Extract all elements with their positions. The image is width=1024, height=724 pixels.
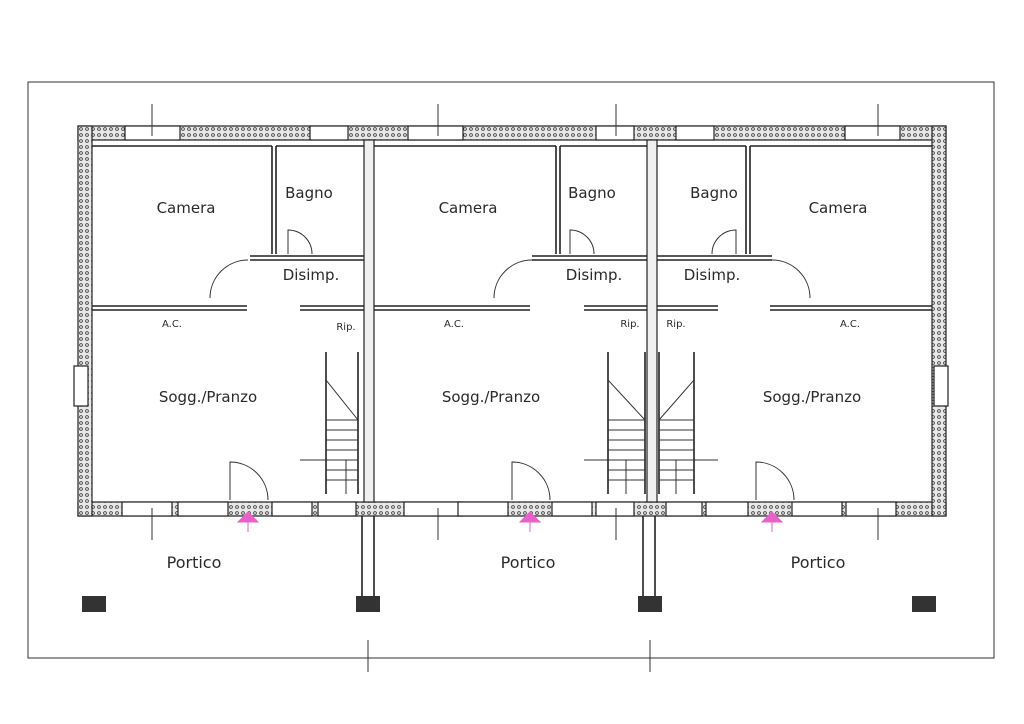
room-label-portico: Portico — [167, 553, 222, 572]
column-square-icon — [82, 596, 106, 612]
column-square-icon — [912, 596, 936, 612]
room-label-camera: Camera — [157, 199, 216, 217]
property-boundary — [27, 81, 995, 659]
room-label-ac: A.C. — [162, 319, 182, 330]
portico-dividers — [361, 516, 656, 600]
side-window-left — [73, 365, 89, 407]
room-label-camera: Camera — [439, 199, 498, 217]
room-label-bagno: Bagno — [285, 184, 333, 202]
party-walls — [363, 139, 658, 503]
axis-marks — [151, 104, 879, 540]
bottom-windows — [121, 501, 897, 517]
room-label-rip: Rip. — [666, 319, 685, 330]
unit-left-walls — [92, 145, 364, 501]
entrance-arrow-icon — [760, 511, 784, 532]
room-label-disimp: Disimp. — [684, 266, 741, 284]
room-label-rip: Rip. — [336, 322, 355, 333]
room-label-portico: Portico — [791, 553, 846, 572]
room-label-ac: A.C. — [840, 319, 860, 330]
column-square-icon — [356, 596, 380, 612]
room-label-soggiorno: Sogg./Pranzo — [763, 388, 861, 406]
room-label-soggiorno: Sogg./Pranzo — [442, 388, 540, 406]
room-label-camera: Camera — [809, 199, 868, 217]
room-label-bagno: Bagno — [690, 184, 738, 202]
room-label-portico: Portico — [501, 553, 556, 572]
room-label-disimp: Disimp. — [283, 266, 340, 284]
entrance-arrow-icon — [518, 511, 542, 532]
unit-center-walls — [374, 145, 647, 501]
room-label-disimp: Disimp. — [566, 266, 623, 284]
side-window-right — [933, 365, 949, 407]
unit-right-walls — [657, 145, 932, 501]
room-label-soggiorno: Sogg./Pranzo — [159, 388, 257, 406]
exterior-walls — [77, 125, 947, 517]
room-label-rip: Rip. — [620, 319, 639, 330]
entrance-arrow-icon — [236, 511, 260, 532]
room-label-ac: A.C. — [444, 319, 464, 330]
room-label-bagno: Bagno — [568, 184, 616, 202]
column-square-icon — [638, 596, 662, 612]
